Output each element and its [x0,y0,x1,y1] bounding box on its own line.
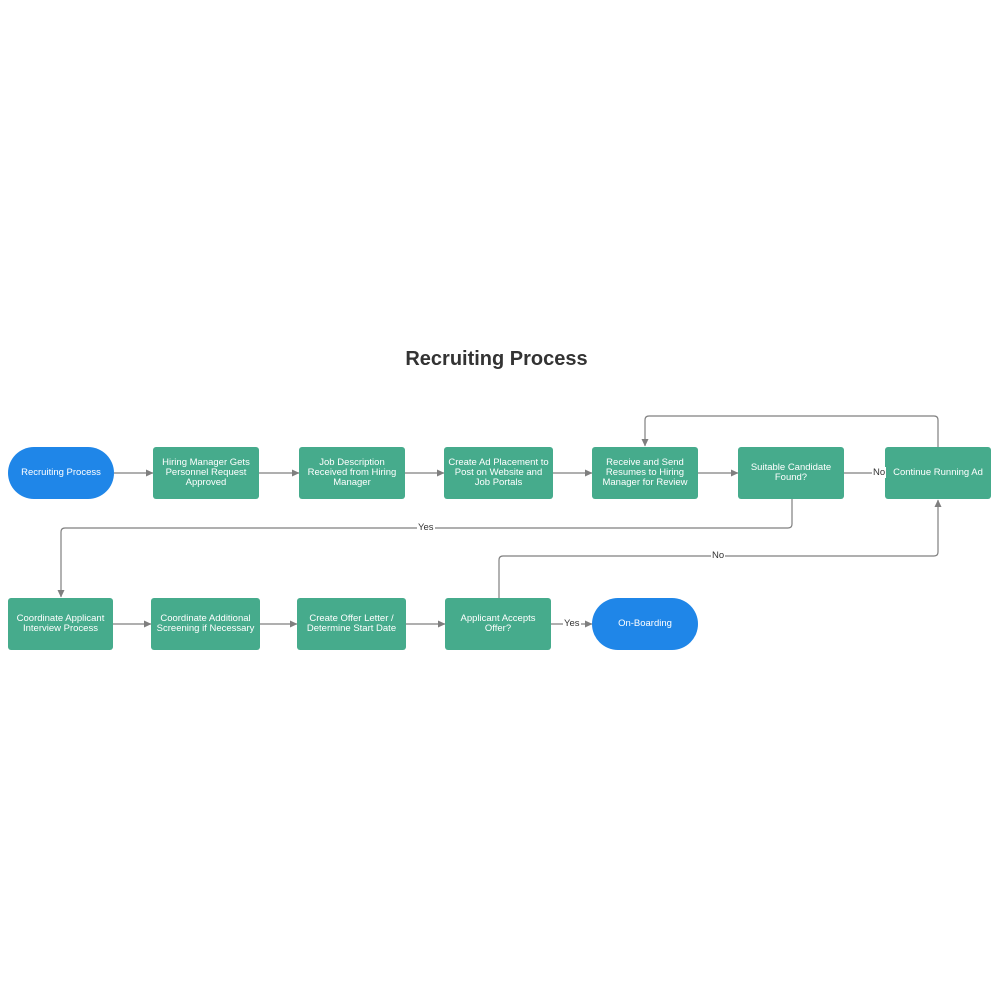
node-interview: Coordinate Applicant Interview Process [8,598,113,650]
node-accepts-offer: Applicant Accepts Offer? [445,598,551,650]
diagram-title: Recruiting Process [405,348,588,370]
node-offer-letter: Create Offer Letter / Determine Start Da… [297,598,406,650]
node-approval: Hiring Manager Gets Personnel Request Ap… [153,447,259,499]
node-candidate-found: Suitable Candidate Found? [738,447,844,499]
node-job-description: Job Description Received from Hiring Man… [299,447,405,499]
edge-label-offer-no: No [711,550,726,561]
edge-candidate-found-yes [57,499,793,598]
node-screening: Coordinate Additional Screening if Neces… [151,598,260,650]
edge-continue-ad-loop [641,415,939,447]
edge-label-offer-yes: Yes [563,618,581,629]
node-continue-ad: Continue Running Ad [885,447,991,499]
node-ad-placement: Create Ad Placement to Post on Website a… [444,447,553,499]
node-send-resumes: Receive and Send Resumes to Hiring Manag… [592,447,698,499]
node-onboarding: On-Boarding [592,598,698,650]
node-start: Recruiting Process [8,447,114,499]
edge-accepts-no [498,499,942,598]
edge-label-candidate-yes: Yes [417,522,435,533]
edge-label-candidate-no: No [872,467,887,478]
